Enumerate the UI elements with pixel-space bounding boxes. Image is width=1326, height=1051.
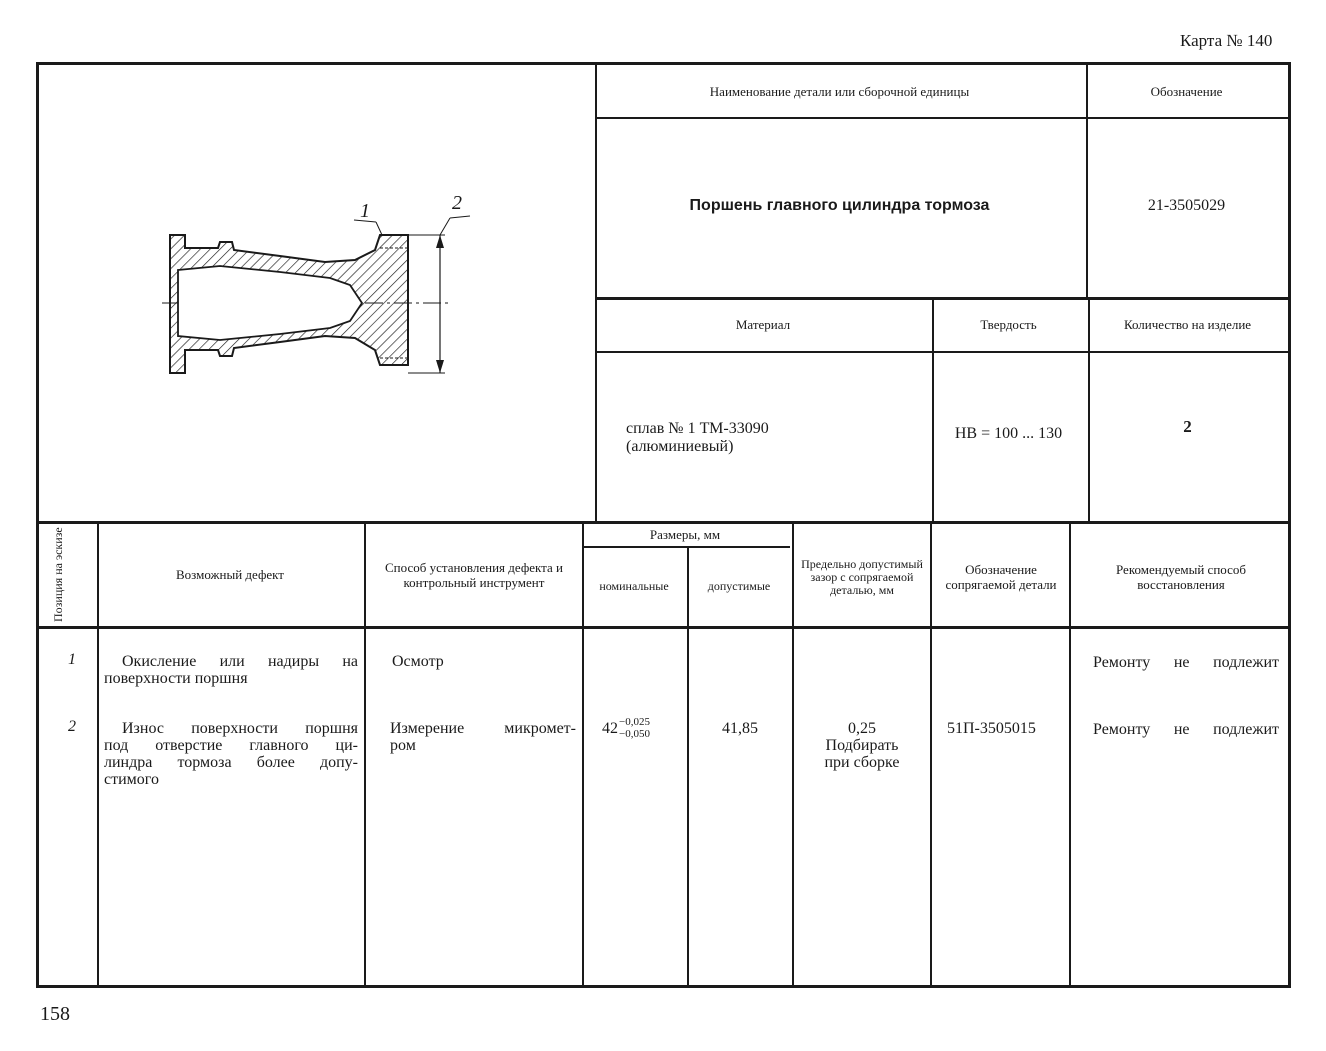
col-sizes-header: Размеры, мм bbox=[649, 526, 721, 542]
row2-method: Измерение микромет- ром bbox=[390, 720, 576, 754]
material-label: Материал bbox=[735, 316, 791, 332]
row1-defect-line2: поверхности поршня bbox=[104, 670, 248, 687]
row1-repair: Ремонту не подлежит bbox=[1093, 654, 1279, 671]
col-repair-header: Рекомендуемый способ восстановления bbox=[1115, 562, 1246, 592]
row2-defect-line3: линдра тормоза более допу- bbox=[104, 754, 358, 771]
row2-mating: 51П-3505015 bbox=[947, 720, 1036, 737]
row2-defect-line4: стимого bbox=[104, 771, 159, 788]
hardness-value: HB = 100 ... 130 bbox=[954, 425, 1063, 442]
row2-position: 2 bbox=[68, 718, 76, 735]
callout-2: 2 bbox=[452, 192, 462, 214]
col-nominal-header: номинальные bbox=[599, 579, 669, 593]
row2-defect-line1: Износ поверхности поршня bbox=[122, 720, 358, 737]
col-method-header: Способ установления дефекта и контрольны… bbox=[385, 560, 563, 590]
row1-defect-line1: Окисление или надиры на bbox=[122, 653, 358, 670]
quantity-value: 2 bbox=[1183, 417, 1192, 436]
row2-limit: 0,25 Подбирать при сборке bbox=[796, 720, 928, 771]
piston-sketch bbox=[162, 215, 471, 374]
quantity-label: Количество на изделие bbox=[1123, 316, 1252, 332]
row2-limit-line2: Подбирать bbox=[825, 737, 899, 754]
row2-limit-line1: 0,25 bbox=[848, 720, 876, 737]
row2-nominal-base: 42 bbox=[602, 719, 618, 737]
row1-method: Осмотр bbox=[392, 653, 444, 670]
col-allowed-header: допустимые bbox=[707, 579, 771, 593]
row2-defect: Износ поверхности поршня под отверстие г… bbox=[104, 720, 358, 788]
callout-1: 1 bbox=[360, 200, 370, 222]
row2-nominal-lower-deviation: −0,050 bbox=[619, 728, 650, 740]
designation: 21-3505029 bbox=[1147, 197, 1226, 214]
row2-nominal-upper-deviation: −0,025 bbox=[619, 716, 650, 728]
col-limit-header: Предельно допустимый зазор с сопрягаемой… bbox=[801, 556, 923, 597]
part-name-label: Наименование детали или сборочной единиц… bbox=[709, 83, 970, 99]
row2-allowed: 41,85 bbox=[722, 720, 758, 737]
col-position-header: Позиция на эскизе bbox=[51, 527, 65, 622]
row2-limit-line3: при сборке bbox=[824, 754, 900, 771]
page-number: 158 bbox=[40, 1003, 70, 1025]
row2-method-line1: Измерение микромет- bbox=[390, 720, 576, 737]
part-name: Поршень главного цилиндра тормоза bbox=[689, 197, 990, 214]
designation-label: Обозначение bbox=[1150, 83, 1223, 99]
material-line-2: (алюминиевый) bbox=[626, 438, 734, 455]
material-value: сплав № 1 ТМ-33090 (алюминиевый) bbox=[626, 420, 769, 456]
hardness-label: Твердость bbox=[980, 316, 1037, 332]
material-line-1: сплав № 1 ТМ-33090 bbox=[626, 420, 769, 437]
card-frame bbox=[36, 62, 1291, 988]
row2-repair: Ремонту не подлежит bbox=[1093, 721, 1279, 738]
row1-defect: Окисление или надиры на поверхности порш… bbox=[104, 653, 358, 687]
row2-nominal: 42 −0,025 −0,050 bbox=[602, 716, 650, 740]
row2-method-line2: ром bbox=[390, 737, 416, 754]
col-defect-header: Возможный дефект bbox=[176, 567, 284, 582]
col-mating-header: Обозначение сопрягаемой детали bbox=[945, 562, 1057, 592]
row2-defect-line2: под отверстие главного ци- bbox=[104, 737, 358, 754]
row1-position: 1 bbox=[68, 651, 76, 668]
card-number: Карта № 140 bbox=[1180, 31, 1273, 50]
